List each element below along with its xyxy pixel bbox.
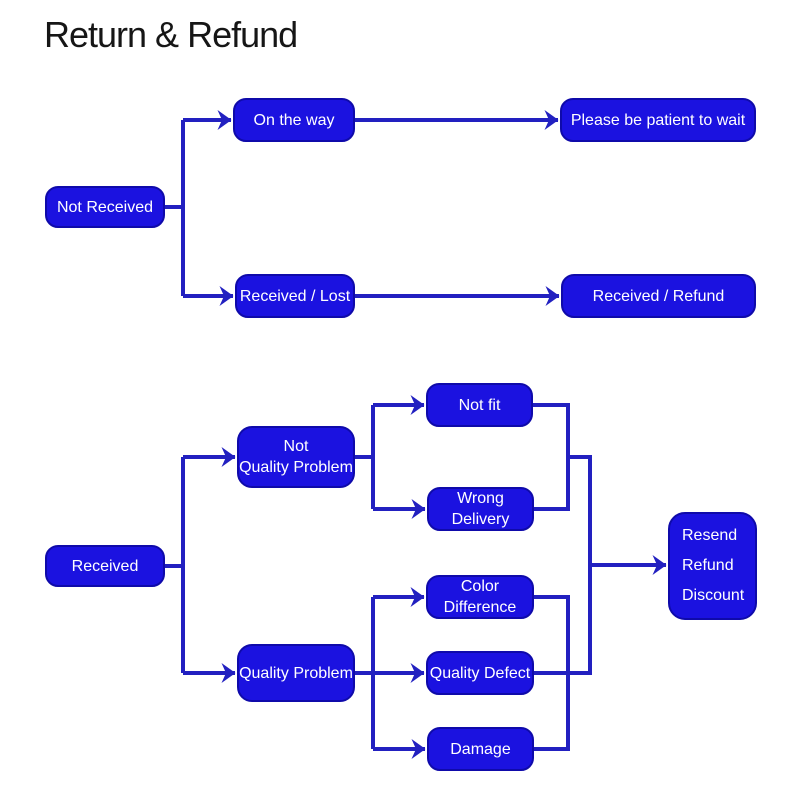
node-received-lost: Received / Lost [235, 274, 355, 318]
node-not-fit: Not fit [426, 383, 533, 427]
node-not-received: Not Received [45, 186, 165, 228]
node-damage: Damage [427, 727, 534, 771]
page-title: Return & Refund [44, 14, 298, 55]
node-not-quality-problem: Not Quality Problem [237, 426, 355, 488]
node-please-be-patient: Please be patient to wait [560, 98, 756, 142]
node-color-difference: Color Difference [426, 575, 534, 619]
node-resolution: Resend Refund Discount [668, 512, 757, 620]
node-quality-defect: Quality Defect [426, 651, 534, 695]
node-on-the-way: On the way [233, 98, 355, 142]
node-wrong-delivery: Wrong Delivery [427, 487, 534, 531]
node-received-refund: Received / Refund [561, 274, 756, 318]
node-quality-problem: Quality Problem [237, 644, 355, 702]
node-received: Received [45, 545, 165, 587]
